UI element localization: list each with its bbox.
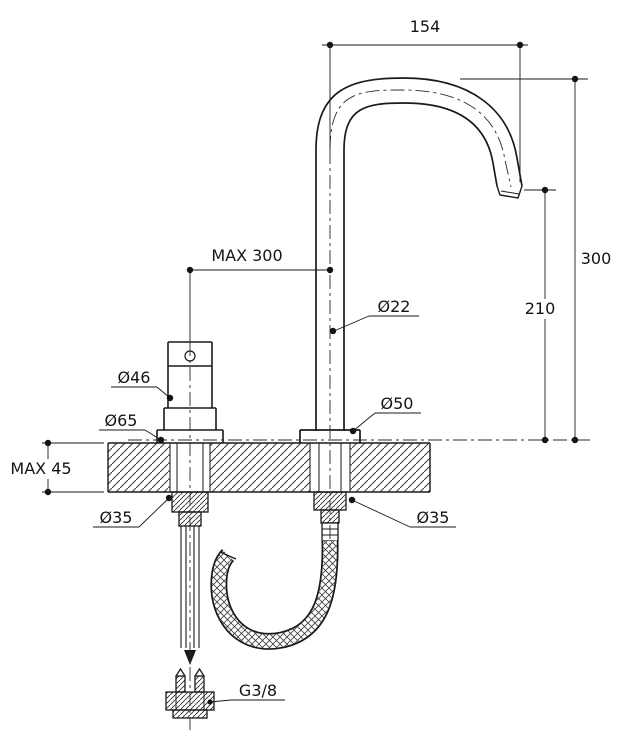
dim-label-max-45: MAX 45: [10, 459, 71, 478]
dim-label-g38: G3/8: [239, 681, 277, 700]
spout-inner-profile: [343, 102, 498, 431]
dim-label-max-300: MAX 300: [211, 246, 282, 265]
dim-label-dia-65: Ø65: [105, 411, 138, 430]
flow-arrow: [184, 650, 196, 665]
dim-label-dia-35-left: Ø35: [100, 508, 133, 527]
flexible-braided-hose: [210, 540, 339, 650]
dim-label-dia-46: Ø46: [118, 368, 151, 387]
spout-tip: [496, 185, 523, 199]
spout-centerline-curve: [329, 89, 512, 188]
dim-label-154: 154: [410, 17, 441, 36]
label-backgrounds: [5, 299, 562, 479]
dim-label-dia-22: Ø22: [378, 297, 411, 316]
spout-outer-profile: [315, 77, 523, 431]
dim-label-210: 210: [525, 299, 556, 318]
dim-label-300: 300: [581, 249, 612, 268]
dimension-dots: [44, 41, 579, 705]
centerlines: [128, 89, 590, 730]
dim-label-dia-35-right: Ø35: [417, 508, 450, 527]
dimension-labels: 154 300 210 MAX 300 Ø22 Ø46 Ø65 Ø50 MAX …: [10, 17, 611, 700]
dim-label-dia-50: Ø50: [381, 394, 414, 413]
countertop-section: [107, 442, 431, 493]
spout-assembly: [299, 77, 523, 443]
